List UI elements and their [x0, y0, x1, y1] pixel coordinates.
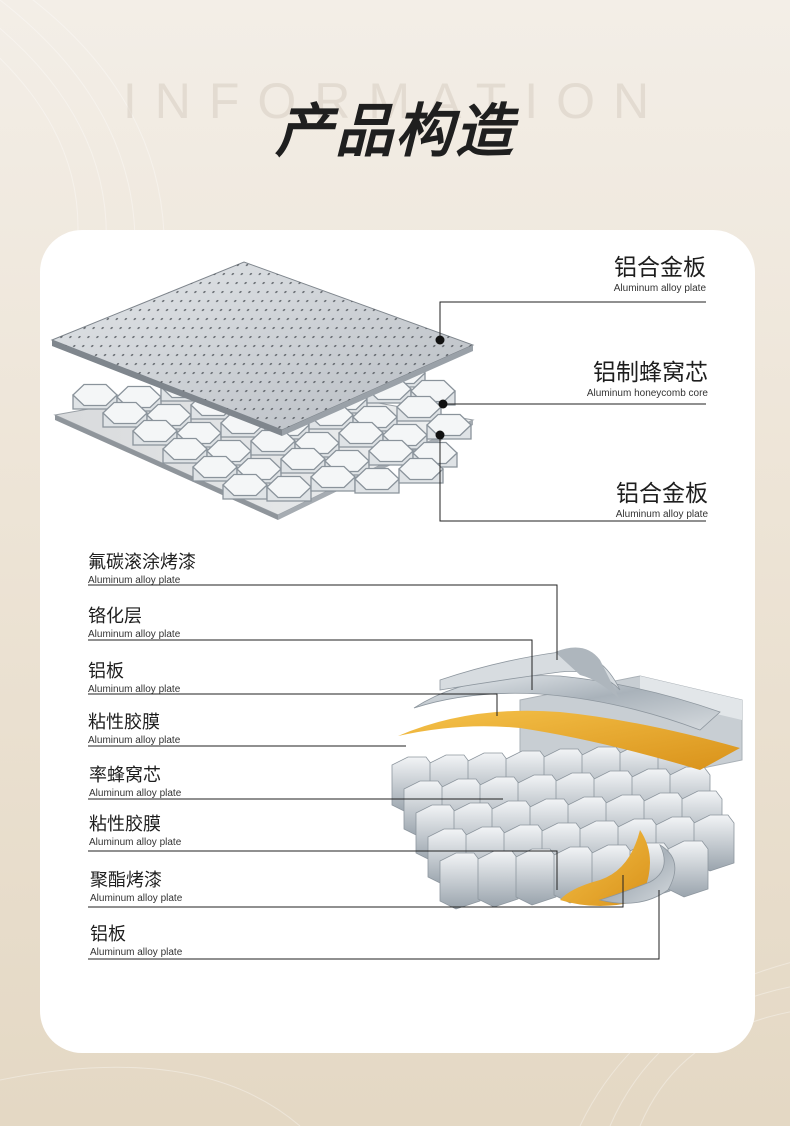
top-callout-lines	[439, 301, 706, 522]
label-en: Aluminum alloy plate	[615, 509, 708, 520]
honeycomb-cell	[192, 455, 238, 479]
label-en: Aluminum alloy plate	[89, 788, 182, 799]
label-layer-6: 粘性胶膜 Aluminum alloy plate	[89, 814, 181, 849]
label-en: Aluminum alloy plate	[613, 283, 706, 294]
page-title: 产品构造	[274, 97, 515, 165]
label-layer-1: 氟碳滚涂烤漆 Aluminum alloy plate	[88, 552, 196, 587]
honeycomb-cell	[338, 421, 384, 445]
callout-dot	[435, 430, 445, 440]
label-zh: 氟碳滚涂烤漆	[88, 552, 196, 573]
cutaway-cell	[439, 852, 481, 910]
label-zh: 粘性胶膜	[89, 814, 161, 835]
top-perforated-plate	[50, 261, 475, 436]
label-zh: 铝板	[88, 661, 124, 682]
honeycomb-cell	[72, 383, 118, 407]
callout-dot	[435, 335, 445, 345]
label-en: Aluminum alloy plate	[88, 575, 181, 586]
label-layer-4: 粘性胶膜 Aluminum alloy plate	[88, 712, 180, 747]
label-layer-2: 铬化层 Aluminum alloy plate	[88, 606, 180, 641]
label-zh: 铝板	[90, 924, 126, 945]
label-en: Aluminum alloy plate	[88, 735, 181, 746]
label-zh: 粘性胶膜	[88, 712, 160, 733]
honeycomb-cell	[132, 419, 178, 443]
watermark-text: INFORMATION	[122, 73, 668, 129]
label-layer-3: 铝板 Aluminum alloy plate	[88, 661, 180, 696]
cutaway-cell	[515, 848, 557, 906]
label-en: Aluminum alloy plate	[90, 893, 183, 904]
cutaway-cell	[477, 850, 519, 908]
honeycomb-cell	[280, 447, 326, 471]
honeycomb-cell	[426, 413, 472, 437]
label-top-plate: 铝合金板 Aluminum alloy plate	[560, 254, 706, 295]
label-zh: 铝制蜂窝芯	[593, 360, 708, 386]
callout-dot	[438, 399, 448, 409]
label-honeycomb-core: 铝制蜂窝芯 Aluminum honeycomb core	[560, 359, 708, 400]
honeycomb-cell	[368, 439, 414, 463]
honeycomb-cell	[396, 395, 442, 419]
honeycomb-cell	[398, 457, 444, 481]
honeycomb-cell	[222, 473, 268, 497]
layer-cutaway-diagram	[391, 647, 743, 910]
cutaway-honeycomb	[391, 742, 735, 910]
label-en: Aluminum alloy plate	[90, 947, 183, 958]
label-zh: 铬化层	[88, 606, 142, 627]
honeycomb-cell	[102, 401, 148, 425]
bottom-callout-lines	[88, 584, 660, 960]
label-layer-7: 聚酯烤漆 Aluminum alloy plate	[90, 870, 182, 905]
label-en: Aluminum alloy plate	[88, 684, 181, 695]
honeycomb-cell	[310, 465, 356, 489]
label-en: Aluminum alloy plate	[88, 629, 181, 640]
label-zh: 铝合金板	[616, 481, 708, 507]
label-bottom-plate: 铝合金板 Aluminum alloy plate	[560, 480, 708, 521]
label-layer-5: 率蜂窝芯 Aluminum alloy plate	[89, 765, 181, 800]
label-zh: 率蜂窝芯	[89, 765, 161, 786]
label-zh: 铝合金板	[614, 255, 706, 281]
honeycomb-cell	[162, 437, 208, 461]
honeycomb-cell	[266, 475, 312, 499]
label-en: Aluminum honeycomb core	[586, 388, 708, 399]
honeycomb-cell	[354, 467, 400, 491]
cutaway-cell	[667, 840, 709, 898]
label-en: Aluminum alloy plate	[89, 837, 182, 848]
label-zh: 聚酯烤漆	[90, 870, 162, 891]
label-layer-8: 铝板 Aluminum alloy plate	[90, 924, 182, 959]
